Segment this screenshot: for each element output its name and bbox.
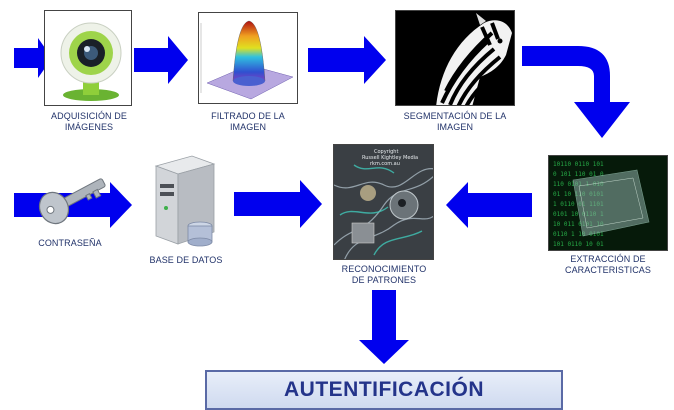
caption-extraccion: EXTRACCIÓN DE CARACTERISTICAS xyxy=(546,254,670,276)
database-server-image xyxy=(148,152,224,250)
arrow-down xyxy=(359,290,409,364)
caption-segmentacion-line2: IMAGEN xyxy=(436,122,474,132)
svg-text:101 0110 10 01: 101 0110 10 01 xyxy=(553,241,604,248)
caption-contrasena: CONTRASEÑA xyxy=(20,238,120,249)
caption-base-datos: BASE DE DATOS xyxy=(130,255,242,266)
caption-segmentacion: SEGMENTACIÓN DE LA IMAGEN xyxy=(385,111,525,133)
key-image xyxy=(38,168,108,230)
filter-surface-image xyxy=(198,12,298,104)
svg-text:rkm.com.au: rkm.com.au xyxy=(370,161,400,167)
caption-adquisicion-line1: ADQUISICIÓN DE xyxy=(51,111,127,121)
svg-text:0110 1 10 0101: 0110 1 10 0101 xyxy=(553,231,604,238)
arrow-right-2 xyxy=(134,36,188,84)
caption-contrasena-label: CONTRASEÑA xyxy=(38,238,102,248)
pattern-recognition-image: Copyright Russell Kightley Media rkm.com… xyxy=(333,144,434,260)
svg-text:10 011 0101 10: 10 011 0101 10 xyxy=(553,221,604,228)
svg-text:0 101 110 01 0: 0 101 110 01 0 xyxy=(553,171,604,178)
authentication-result-label: AUTENTIFICACIÓN xyxy=(284,378,484,401)
arrow-right-1 xyxy=(14,38,52,78)
caption-filtrado-line1: FILTRADO DE LA xyxy=(211,111,285,121)
arrow-right-3 xyxy=(308,36,386,84)
caption-adquisicion: ADQUISICIÓN DE IMÁGENES xyxy=(30,111,148,133)
caption-reconocimiento-line1: RECONOCIMIENTO xyxy=(341,264,427,274)
caption-reconocimiento: RECONOCIMIENTO DE PATRONES xyxy=(318,264,450,286)
caption-extraccion-line2: CARACTERISTICAS xyxy=(564,265,651,275)
arrow-right-5 xyxy=(234,180,322,228)
caption-extraccion-line1: EXTRACCIÓN DE xyxy=(570,254,646,264)
caption-filtrado: FILTRADO DE LA IMAGEN xyxy=(188,111,308,133)
svg-text:10110 0110 101: 10110 0110 101 xyxy=(553,161,604,168)
webcam-image xyxy=(44,10,132,106)
caption-base-datos-label: BASE DE DATOS xyxy=(149,255,223,265)
svg-text:0101 10 0110 1: 0101 10 0110 1 xyxy=(553,211,604,218)
caption-adquisicion-line2: IMÁGENES xyxy=(64,122,114,132)
arrow-curve-down xyxy=(522,46,630,138)
caption-filtrado-line2: IMAGEN xyxy=(229,122,267,132)
caption-segmentacion-line1: SEGMENTACIÓN DE LA xyxy=(403,111,507,121)
zebra-segmentation-image xyxy=(395,10,515,106)
svg-text:Copyright: Copyright xyxy=(374,149,398,155)
svg-text:Russell Kightley Media: Russell Kightley Media xyxy=(362,155,418,161)
arrow-left-1 xyxy=(446,182,532,228)
feature-extraction-image: 10110 0110 101 0 101 110 01 0 110 0101 1… xyxy=(548,155,668,251)
authentication-result-box: AUTENTIFICACIÓN xyxy=(205,370,563,410)
caption-reconocimiento-line2: DE PATRONES xyxy=(351,275,417,285)
